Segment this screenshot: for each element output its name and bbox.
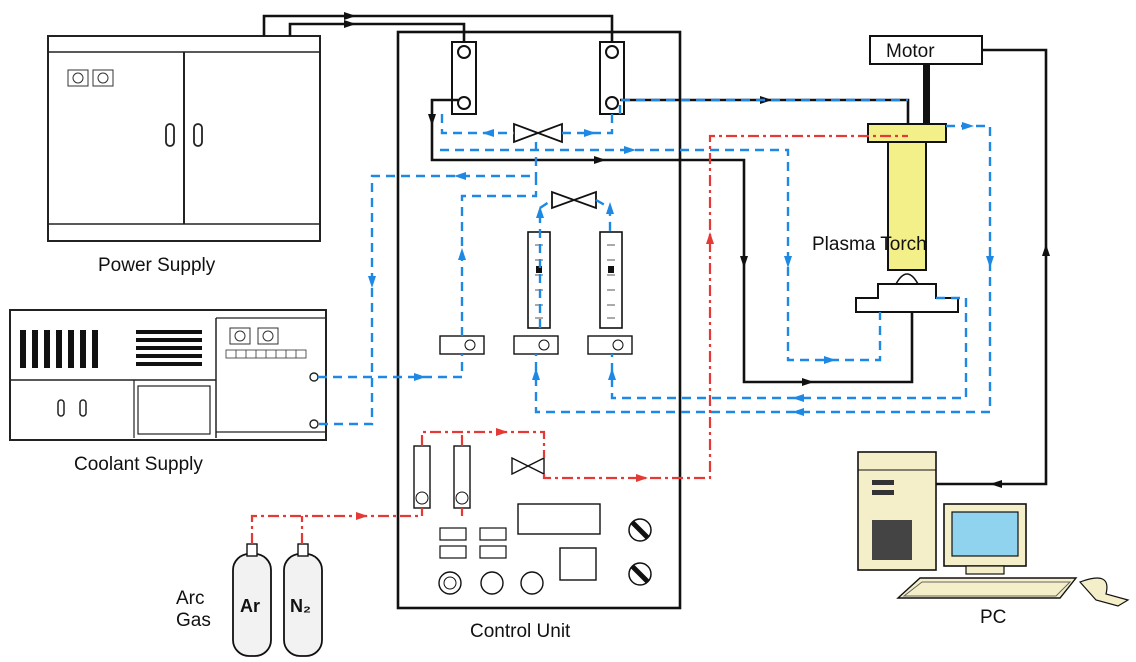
motor: Motor — [869, 35, 983, 124]
power-supply-label: Power Supply — [98, 255, 216, 276]
coolant-handles — [57, 399, 87, 417]
pc-label: PC — [980, 607, 1006, 628]
coolant-pressure-switches — [439, 335, 633, 355]
arc-gas-lines — [250, 134, 908, 544]
coolant-vent-bars — [20, 330, 98, 368]
control-unit-label: Control Unit — [470, 621, 571, 642]
control-dials — [438, 571, 544, 595]
plasma-torch — [855, 123, 959, 313]
coolant-gauges — [225, 327, 307, 359]
coolant-lines — [318, 98, 994, 426]
control-meter — [559, 547, 597, 581]
control-display — [517, 503, 601, 535]
coolant-flowmeter-right — [599, 231, 623, 329]
control-buttons — [439, 527, 507, 559]
power-supply-handles — [165, 123, 203, 147]
cylinder-n2-label: N₂ — [290, 596, 311, 616]
cylinder-ar-label: Ar — [240, 596, 260, 616]
gas-cylinders: Ar N₂ — [232, 543, 323, 657]
coolant-supply-label: Coolant Supply — [74, 454, 203, 475]
arc-gas-label-line2: Gas — [176, 610, 211, 631]
control-knobs — [628, 518, 652, 586]
coolant-grille — [136, 330, 202, 366]
motor-label: Motor — [886, 41, 935, 62]
gas-valve — [511, 456, 545, 476]
power-supply-gauges — [67, 69, 114, 87]
pc-computer — [857, 451, 1130, 607]
power-supply-cabinet — [47, 35, 321, 242]
plasma-torch-label: Plasma Torch — [812, 234, 927, 255]
coolant-supply-unit — [9, 309, 327, 441]
arc-gas-label-line1: Arc — [176, 588, 205, 609]
